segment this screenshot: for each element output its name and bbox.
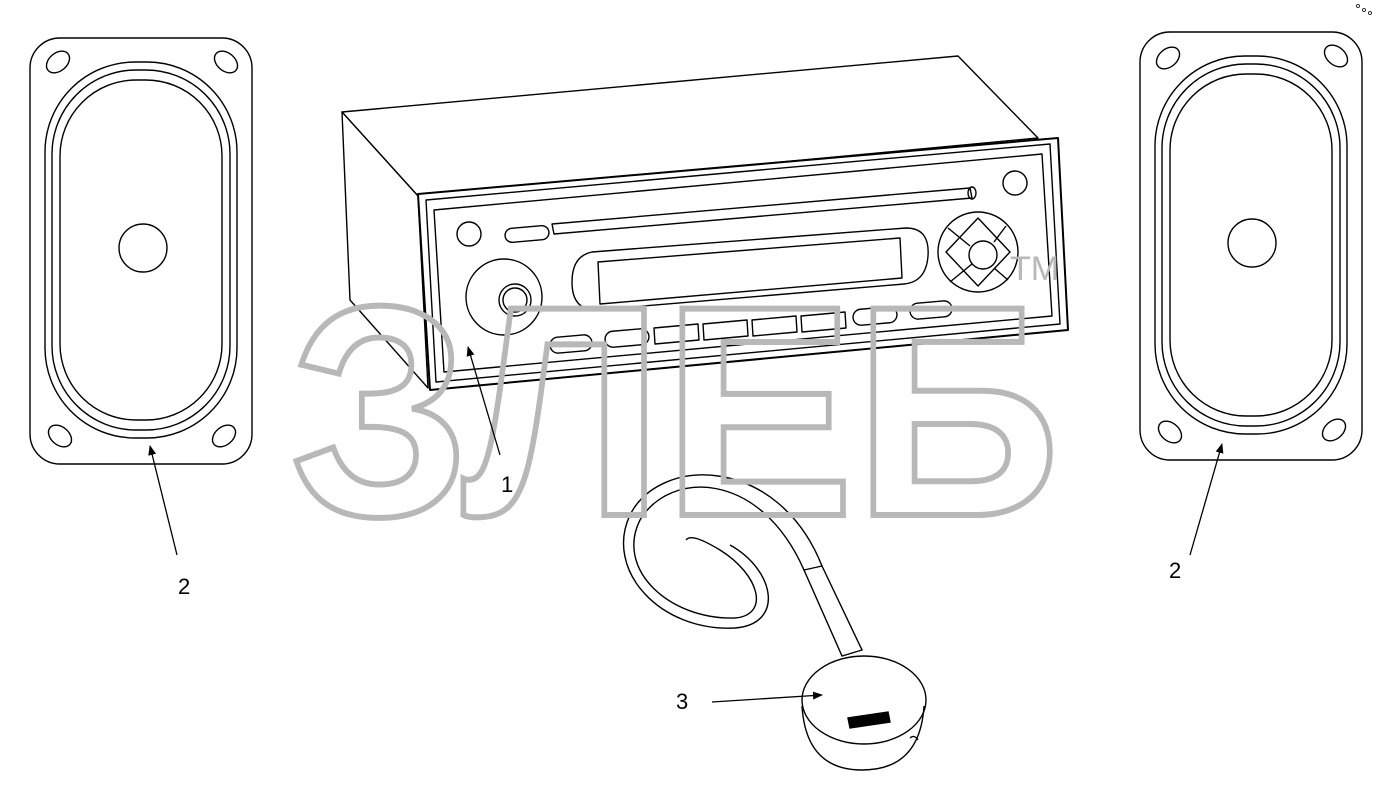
microphone	[623, 474, 927, 771]
right-speaker	[1139, 31, 1363, 461]
watermark: ЗЛЕБ TM	[287, 240, 1063, 582]
callout-speaker-left: 2	[178, 574, 190, 599]
callout-microphone: 3	[676, 689, 688, 714]
callout-speaker-right: 2	[1169, 558, 1181, 583]
radio-unit	[341, 55, 1069, 391]
watermark-trademark: TM	[1010, 250, 1059, 288]
leader-speaker-right	[1189, 443, 1224, 556]
callout-radio: 1	[501, 472, 513, 497]
leader-lines	[148, 346, 1224, 703]
leader-speaker-left	[148, 445, 178, 556]
watermark-text: ЗЛЕБ	[290, 243, 1060, 579]
leader-microphone	[711, 691, 823, 703]
corner-mark-icon	[1356, 4, 1372, 15]
left-speaker	[29, 37, 253, 465]
leader-radio	[466, 346, 501, 456]
